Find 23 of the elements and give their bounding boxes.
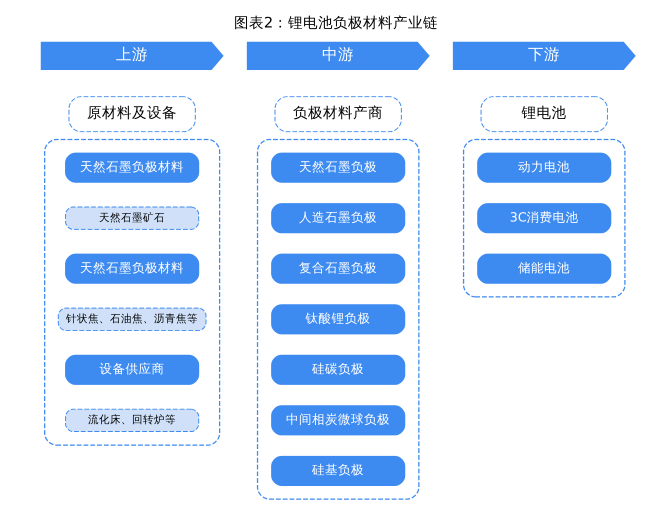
- node-box: 锂电池: [480, 96, 608, 132]
- node-box: 复合石墨负极: [270, 254, 405, 284]
- node-box: 人造石墨负极: [270, 203, 405, 234]
- cluster: [462, 138, 626, 298]
- node-box: 负极材料产商: [274, 96, 402, 132]
- node-box: 天然石墨负极: [270, 152, 405, 183]
- node-box: 流化床、回转炉等: [64, 408, 199, 432]
- node-box: 天然石墨矿石: [64, 206, 199, 230]
- node-box: 中间相炭微球负极: [270, 405, 405, 436]
- node-box: 天然石墨负极材料: [64, 152, 199, 183]
- node-box: 天然石墨负极材料: [64, 254, 199, 284]
- node-box: 储能电池: [476, 254, 611, 284]
- cluster: [256, 138, 419, 500]
- node-box: 硅基负极: [270, 456, 405, 486]
- node-box: 钛酸锂负极: [270, 304, 405, 334]
- node-box: 硅碳负极: [270, 354, 405, 385]
- node-box: 3C消费电池: [476, 203, 611, 234]
- node-box: 针状焦、石油焦、沥青焦等: [57, 308, 206, 331]
- diagram-title: 图表2：锂电池负极材料产业链: [233, 14, 438, 32]
- cluster: [44, 138, 220, 446]
- node-box: 原材料及设备: [68, 96, 196, 132]
- node-box: 设备供应商: [64, 354, 199, 385]
- node-box: 动力电池: [476, 152, 611, 183]
